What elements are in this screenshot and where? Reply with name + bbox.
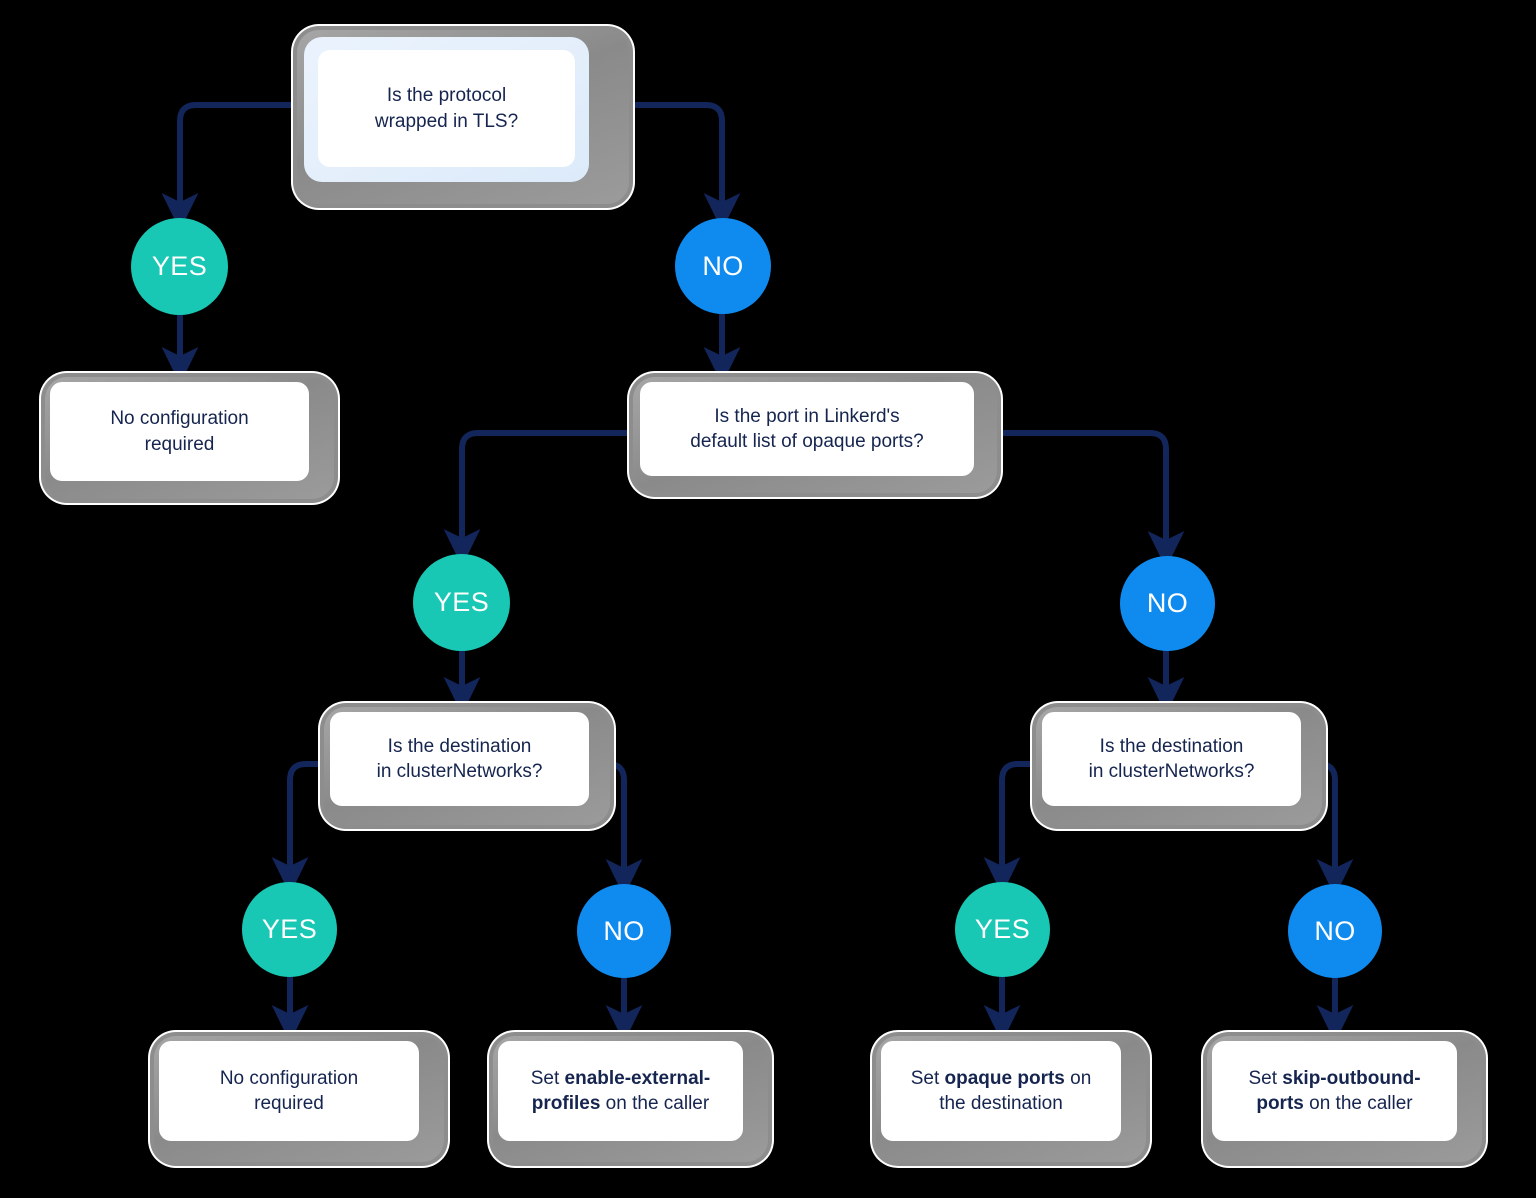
node-label-line2: required — [144, 433, 215, 455]
node-label-suffix: on the destination — [939, 1067, 1092, 1114]
node-label-prefix: Set — [1248, 1067, 1283, 1089]
branch-label: YES — [974, 914, 1031, 944]
node-label-suffix: on the caller — [600, 1093, 710, 1114]
branch-label: YES — [261, 914, 318, 944]
node-label-line2: wrapped in TLS? — [374, 110, 519, 132]
branch-label: NO — [1314, 915, 1356, 946]
edge-defaultports-yes — [443, 430, 640, 567]
node-label-line2: in clusterNetworks? — [1088, 761, 1255, 782]
node-label: Is the protocol wrapped in TLS? — [318, 50, 575, 167]
node-label-line2: in clusterNetworks? — [376, 761, 543, 782]
node-result-skip-outbound-ports[interactable]: Set skip-outbound-ports on the caller — [1203, 1032, 1486, 1166]
node-label-strong: enable-external-profiles — [531, 1067, 711, 1114]
node-question-cluster-networks-right[interactable]: Is the destination in clusterNetworks? — [1032, 703, 1326, 829]
node-result-no-config-top[interactable]: No configuration required — [41, 373, 338, 503]
node-label: Set opaque ports on the destination — [881, 1041, 1121, 1141]
node-question-default-opaque-ports[interactable]: Is the port in Linkerd's default list of… — [629, 373, 1001, 497]
node-label: No configuration required — [50, 382, 309, 481]
branch-circle-cluster-right-no[interactable]: NO — [1288, 884, 1382, 978]
branch-circle-cluster-left-yes[interactable]: YES — [242, 882, 337, 977]
node-label: No configuration required — [159, 1041, 419, 1141]
node-label-line1: No configuration — [219, 1067, 359, 1089]
node-label: Set enable-external-profiles on the call… — [498, 1041, 743, 1141]
branch-circle-cluster-left-no[interactable]: NO — [577, 884, 671, 978]
node-label-line1: Is the destination — [1099, 735, 1244, 757]
node-result-no-config-bottom[interactable]: No configuration required — [150, 1032, 448, 1166]
branch-circle-root-no[interactable]: NO — [675, 218, 771, 314]
node-label-suffix: on the caller — [1303, 1093, 1413, 1114]
node-question-cluster-networks-left[interactable]: Is the destination in clusterNetworks? — [320, 703, 614, 829]
node-root-question[interactable]: Is the protocol wrapped in TLS? — [293, 26, 633, 208]
node-label-prefix: Set — [530, 1067, 565, 1089]
node-result-opaque-ports[interactable]: Set opaque ports on the destination — [872, 1032, 1150, 1166]
node-label-line1: Is the destination — [387, 735, 532, 757]
node-label: Is the destination in clusterNetworks? — [1042, 712, 1301, 806]
node-label-line2: default list of opaque ports? — [690, 431, 924, 452]
node-label-line1: No configuration — [110, 408, 249, 430]
node-label-line1: Is the port in Linkerd's — [714, 405, 900, 427]
node-label-strong: skip-outbound-ports — [1256, 1067, 1421, 1114]
branch-circle-default-ports-yes[interactable]: YES — [413, 554, 510, 651]
branch-label: NO — [603, 915, 645, 946]
node-result-enable-external-profiles[interactable]: Set enable-external-profiles on the call… — [489, 1032, 772, 1166]
branch-label: NO — [1146, 588, 1189, 618]
branch-circle-root-yes[interactable]: YES — [131, 218, 228, 315]
branch-circle-cluster-right-yes[interactable]: YES — [955, 882, 1050, 977]
branch-label: YES — [151, 251, 208, 281]
node-label: Is the destination in clusterNetworks? — [330, 712, 589, 806]
node-label: Is the port in Linkerd's default list of… — [640, 382, 974, 476]
branch-circle-default-ports-no[interactable]: NO — [1120, 556, 1215, 651]
node-label-line2: required — [254, 1093, 324, 1114]
node-label: Set skip-outbound-ports on the caller — [1212, 1041, 1457, 1141]
node-label-prefix: Set — [910, 1067, 945, 1089]
node-label-line1: Is the protocol — [386, 85, 507, 107]
branch-label: YES — [433, 587, 490, 617]
node-label-strong: opaque ports — [944, 1067, 1065, 1089]
branch-label: NO — [702, 250, 744, 281]
